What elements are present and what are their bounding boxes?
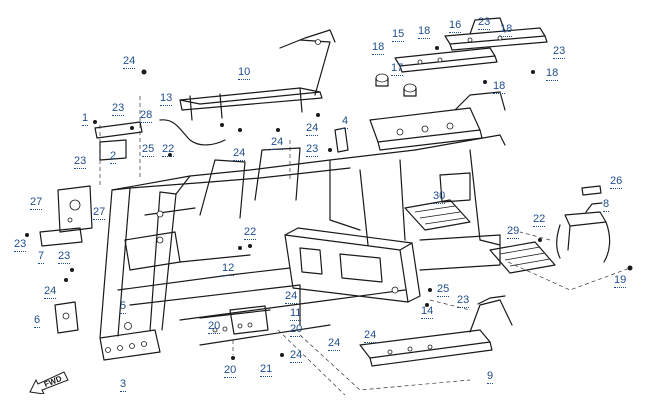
callout-14[interactable]: 14 — [421, 305, 434, 319]
callout-24[interactable]: 24 — [290, 349, 303, 363]
callout-27[interactable]: 27 — [93, 206, 106, 220]
front-bumper — [359, 295, 513, 367]
callout-20[interactable]: 20 — [208, 320, 221, 334]
callout-18[interactable]: 18 — [372, 41, 385, 55]
brake-line — [159, 119, 226, 146]
callout-23[interactable]: 23 — [478, 16, 491, 30]
cover-plate — [581, 185, 602, 196]
rubber-mounts — [375, 73, 417, 97]
callout-25[interactable]: 25 — [142, 143, 155, 157]
callout-2[interactable]: 2 — [110, 150, 117, 164]
callout-16[interactable]: 16 — [449, 19, 462, 33]
callout-11[interactable]: 11 — [290, 307, 302, 321]
mid-crossmember — [334, 91, 506, 153]
callout-23[interactable]: 23 — [457, 294, 470, 308]
forward-label: FWD — [43, 374, 63, 389]
callout-26[interactable]: 26 — [610, 175, 623, 189]
callout-23[interactable]: 23 — [112, 102, 125, 116]
callout-22[interactable]: 19 — [614, 274, 627, 288]
callout-8[interactable]: 8 — [603, 198, 610, 212]
callout-13[interactable]: 13 — [160, 92, 173, 106]
callout-28[interactable]: 28 — [140, 109, 153, 123]
callout-18[interactable]: 18 — [418, 25, 431, 39]
callout-23[interactable]: 23 — [58, 250, 71, 264]
callout-24[interactable]: 24 — [285, 290, 298, 304]
callout-23[interactable]: 23 — [306, 143, 319, 157]
callout-24[interactable]: 24 — [306, 122, 319, 136]
callout-30[interactable]: 30 — [433, 190, 446, 204]
callout-6[interactable]: 6 — [34, 314, 41, 328]
callout-23[interactable]: 23 — [74, 155, 87, 169]
callout-24[interactable]: 24 — [364, 329, 377, 343]
callout-18[interactable]: 18 — [500, 23, 513, 37]
callout-24[interactable]: 24 — [123, 55, 136, 69]
callout-18[interactable]: 18 — [493, 80, 506, 94]
callout-3[interactable]: 3 — [120, 378, 127, 392]
callout-9[interactable]: 9 — [487, 370, 494, 384]
callout-23[interactable]: 23 — [553, 45, 566, 59]
callout-24[interactable]: 24 — [233, 147, 246, 161]
callout-22[interactable]: 22 — [533, 213, 546, 227]
callout-15[interactable]: 15 — [392, 28, 405, 42]
callout-24[interactable]: 24 — [271, 136, 284, 150]
callout-24[interactable]: 24 — [328, 337, 341, 351]
assembly-lines — [99, 96, 631, 396]
callout-5[interactable]: 5 — [120, 300, 127, 314]
callout-19[interactable]: 20 — [224, 364, 237, 378]
fasteners — [25, 46, 633, 360]
callout-7[interactable]: 7 — [38, 250, 45, 264]
left-bracket-assembly — [39, 121, 143, 334]
forward-direction-arrow-icon: FWD — [29, 371, 69, 394]
callout-17[interactable]: 17 — [391, 62, 404, 76]
upper-right-rack — [394, 17, 548, 73]
main-frame — [99, 134, 506, 361]
callout-20[interactable]: 21 — [260, 363, 273, 377]
callout-4[interactable]: 4 — [342, 115, 349, 129]
callout-18[interactable]: 18 — [546, 67, 559, 81]
callout-24[interactable]: 24 — [44, 285, 57, 299]
callout-22[interactable]: 22 — [244, 226, 257, 240]
rear-cross-beam — [284, 227, 421, 303]
callout-21[interactable]: 22 — [162, 143, 175, 157]
rear-bumper — [556, 202, 611, 263]
callout-29[interactable]: 29 — [507, 225, 520, 239]
callout-10[interactable]: 10 — [238, 66, 251, 80]
footrests — [404, 199, 556, 274]
callout-27[interactable]: 27 — [30, 196, 43, 210]
callout-20[interactable]: 20 — [290, 323, 303, 337]
upper-rail-assembly — [179, 29, 336, 121]
callout-1[interactable]: 1 — [82, 112, 89, 126]
callout-12[interactable]: 12 — [222, 262, 235, 276]
callout-25[interactable]: 25 — [437, 283, 450, 297]
callout-23[interactable]: 23 — [14, 238, 27, 252]
